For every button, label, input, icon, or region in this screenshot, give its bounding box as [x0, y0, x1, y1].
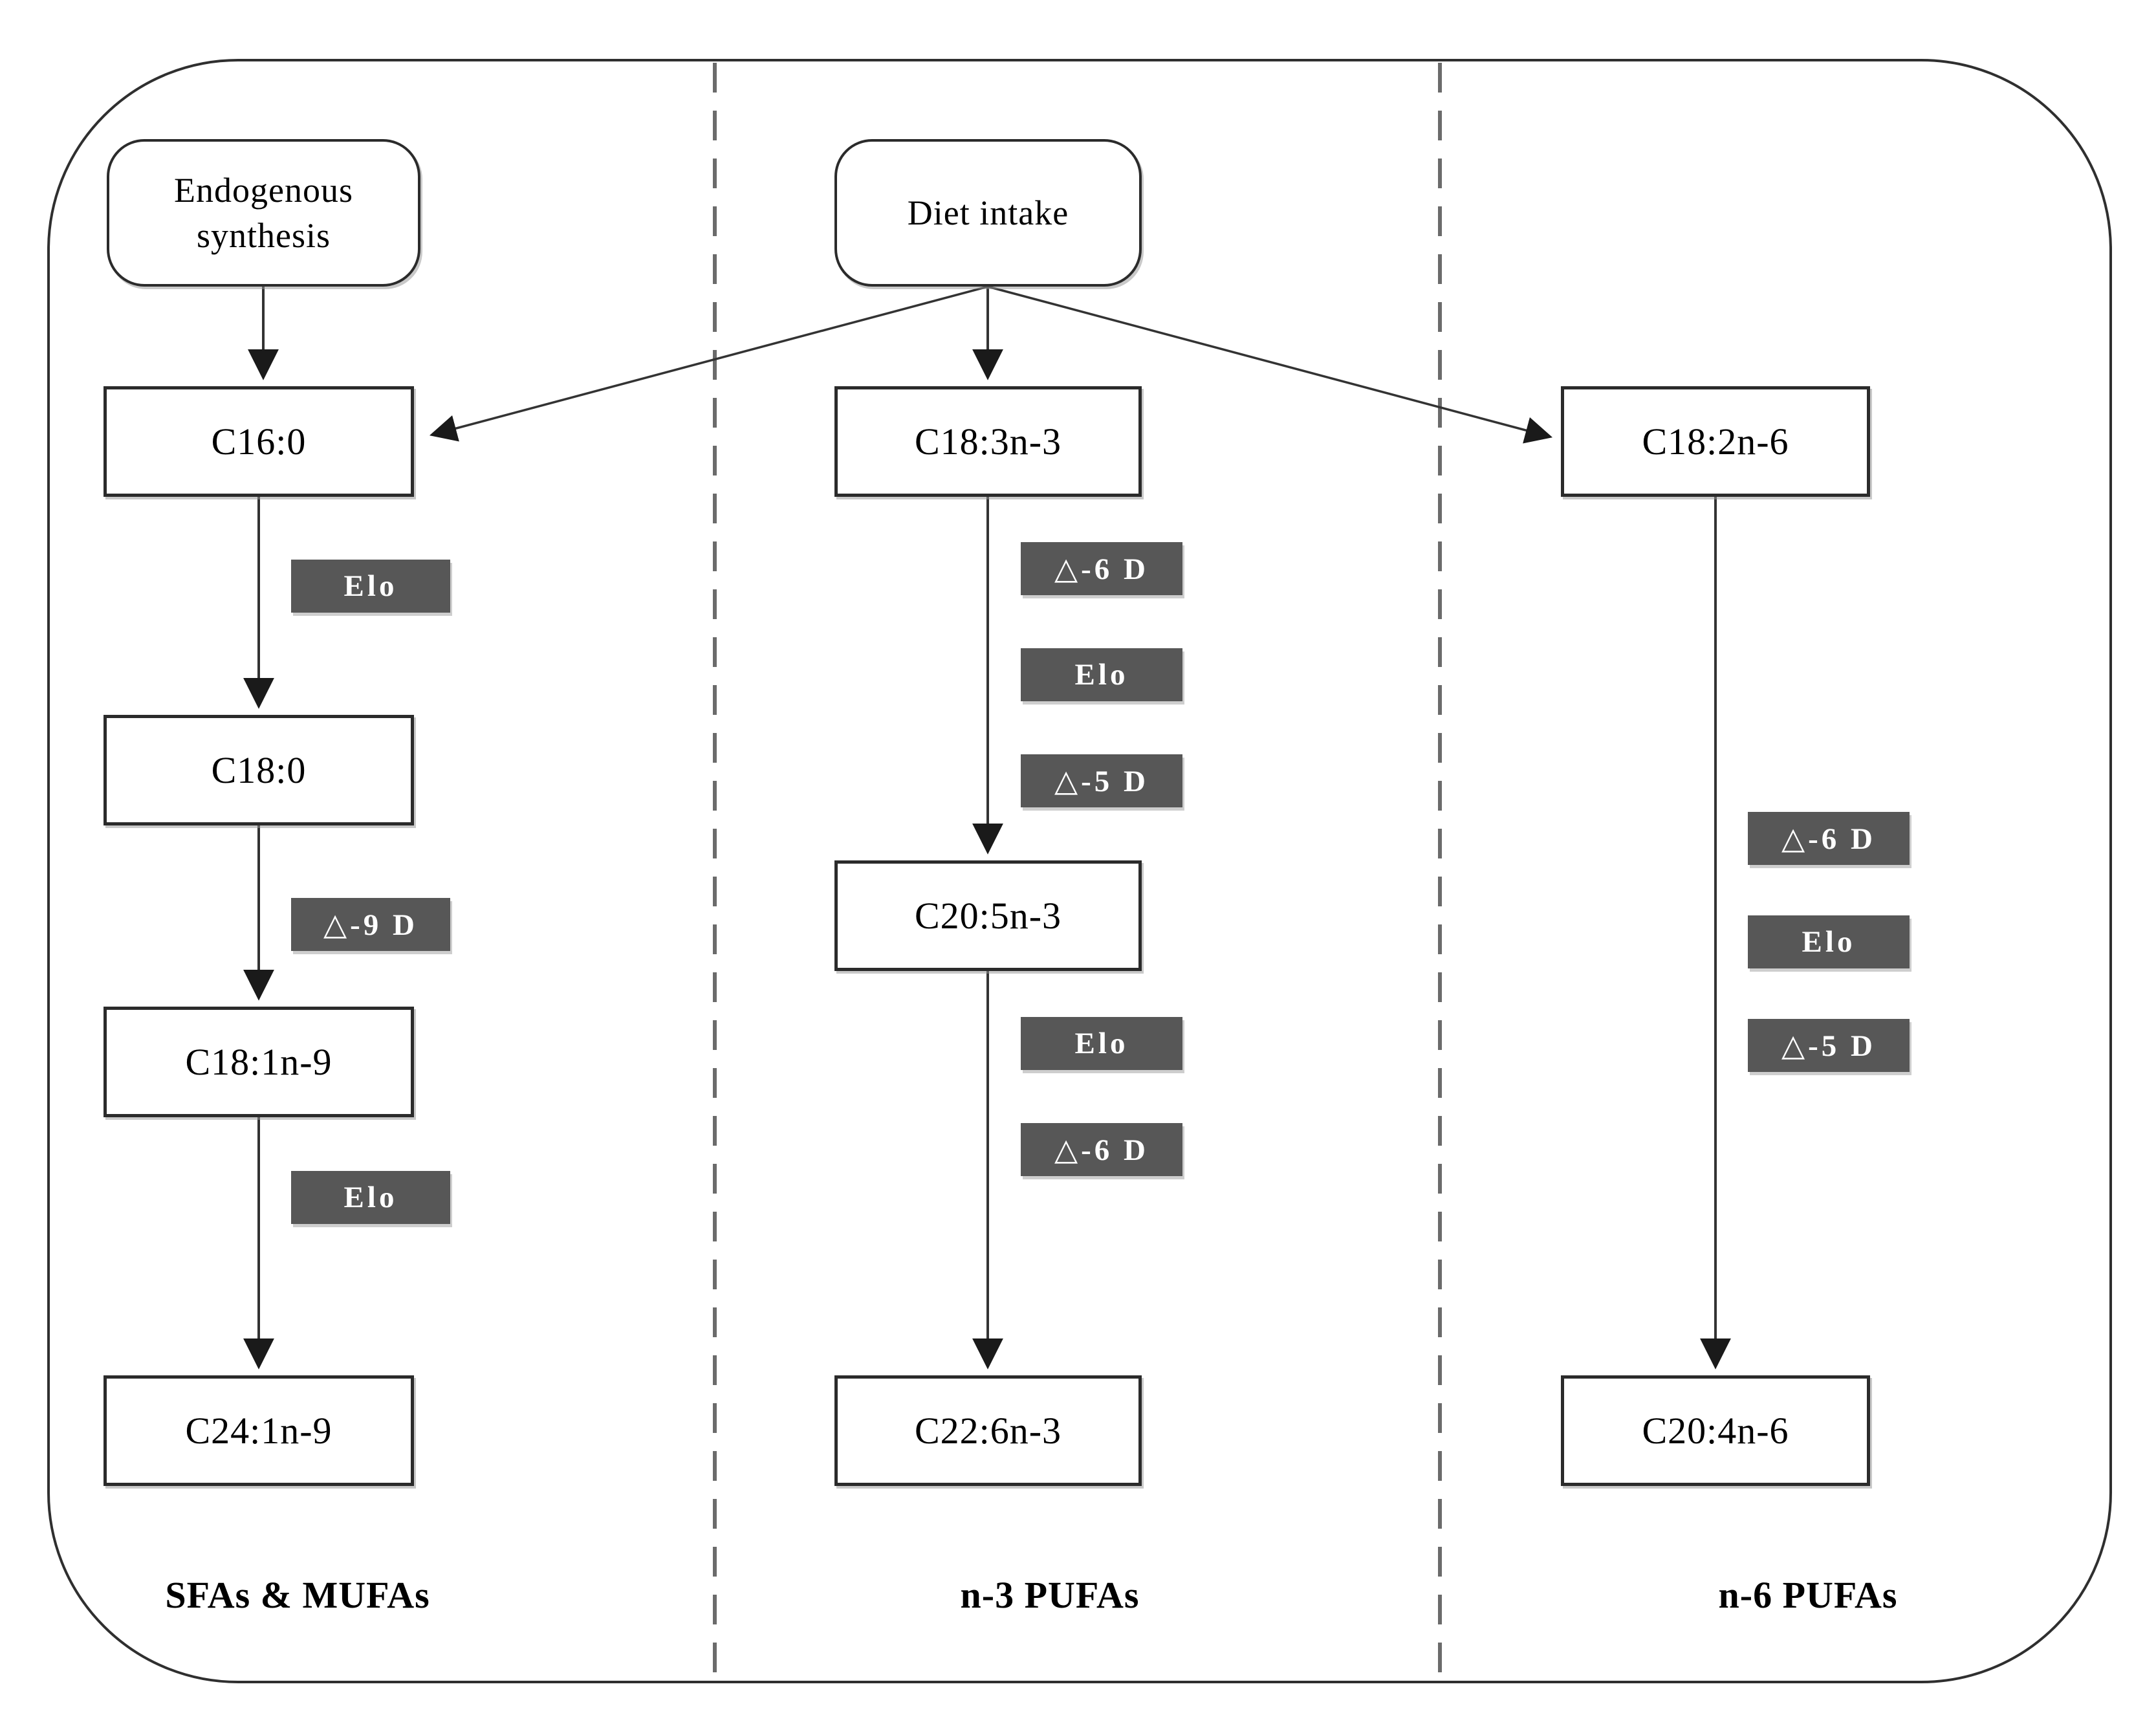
enzyme-label-elongase-2: Elo [291, 1171, 450, 1224]
fatty-acid-node-c18-3n-3: C18:3n-3 [834, 386, 1142, 497]
fatty-acid-node-c18-0: C18:0 [103, 715, 414, 825]
enzyme-label-delta-5-desaturase-n6: △-5 D [1748, 1019, 1910, 1072]
fatty-acid-node-c24-1n-9: C24:1n-9 [103, 1375, 414, 1486]
enzyme-label-delta-6-desaturase-n3-1: △-6 D [1021, 542, 1182, 595]
enzyme-label-delta-6-desaturase-n3-2: △-6 D [1021, 1123, 1182, 1176]
source-node-endogenous-synthesis: Endogenous synthesis [107, 139, 420, 287]
fatty-acid-node-c18-1n-9: C18:1n-9 [103, 1007, 414, 1117]
source-node-diet-intake: Diet intake [834, 139, 1142, 287]
fatty-acid-node-c20-5n-3: C20:5n-3 [834, 860, 1142, 971]
diagram-border [47, 59, 2112, 1683]
category-label-n6-pufas: n-6 PUFAs [1718, 1574, 1898, 1616]
enzyme-label-elongase-n3-1: Elo [1021, 648, 1182, 701]
enzyme-label-delta-9-desaturase: △-9 D [291, 898, 450, 951]
category-label-n3-pufas: n-3 PUFAs [960, 1574, 1140, 1616]
fatty-acid-node-c16-0: C16:0 [103, 386, 414, 497]
enzyme-label-delta-6-desaturase-n6: △-6 D [1748, 812, 1910, 865]
fatty-acid-node-c20-4n-6: C20:4n-6 [1561, 1375, 1870, 1486]
category-label-sfas-mufas: SFAs & MUFAs [165, 1574, 430, 1616]
enzyme-label-elongase-n3-2: Elo [1021, 1017, 1182, 1070]
fatty-acid-node-c22-6n-3: C22:6n-3 [834, 1375, 1142, 1486]
enzyme-label-delta-5-desaturase-n3: △-5 D [1021, 754, 1182, 807]
fatty-acid-node-c18-2n-6: C18:2n-6 [1561, 386, 1870, 497]
enzyme-label-elongase-n6: Elo [1748, 915, 1910, 968]
enzyme-label-elongase-1: Elo [291, 560, 450, 613]
